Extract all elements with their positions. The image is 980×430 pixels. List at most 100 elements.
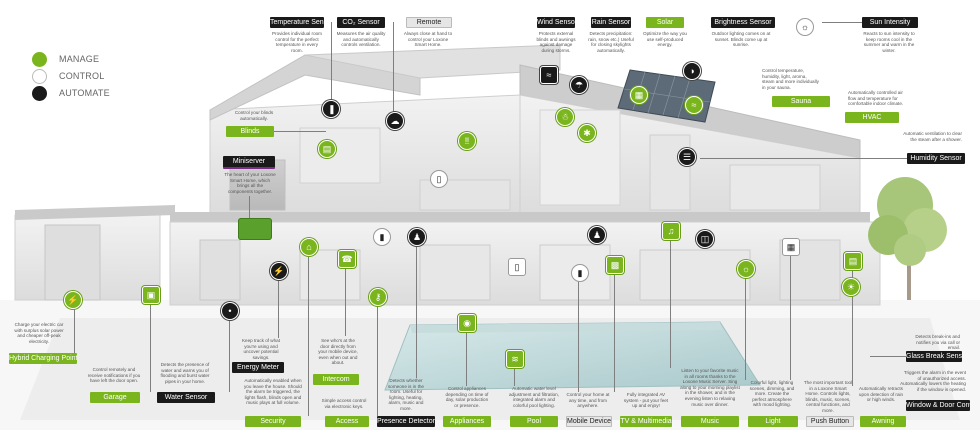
blinds-label: Blinds bbox=[226, 126, 274, 137]
appliance-icon: ◉ bbox=[458, 314, 476, 332]
connector bbox=[578, 280, 579, 392]
blinds-desc: Control your blinds automatically. bbox=[234, 110, 274, 121]
legend-dot-green bbox=[32, 51, 47, 67]
legend-manage: MANAGE bbox=[32, 51, 100, 67]
energy-meter-desc: Keep track of what you're using and unco… bbox=[241, 338, 281, 360]
mobile-device-desc: Control your home at any time, and from … bbox=[566, 392, 610, 409]
miniserver-device-icon bbox=[238, 218, 272, 240]
mobile-device-label: Mobile Device bbox=[566, 416, 612, 427]
push-button-small-icon: ▮ bbox=[373, 228, 391, 246]
brightness-icon: ◑ bbox=[683, 62, 701, 80]
pool-icon: ≋ bbox=[506, 350, 524, 368]
sun-intensity-desc: Reacts to sun intensity to keep rooms co… bbox=[863, 31, 915, 53]
humidity-icon: ☰ bbox=[678, 148, 696, 166]
key-icon: ⚷ bbox=[369, 288, 387, 306]
brightness-sensor-desc: Outdoor lighting comes on at sunset. Bli… bbox=[711, 31, 771, 48]
rain-sensor-label: Rain Sensor bbox=[591, 17, 631, 28]
sun-icon: ☼ bbox=[796, 18, 814, 36]
tv-icon: ▩ bbox=[606, 256, 624, 274]
window-door-contact-desc: Triggers the alarm in the event of unaut… bbox=[900, 370, 966, 392]
connector bbox=[393, 22, 394, 112]
light-icon-2: ☀ bbox=[842, 278, 860, 296]
tablet-icon: ▯ bbox=[508, 258, 526, 276]
awning-label: Awning bbox=[860, 416, 906, 427]
push-button-icon: ▦ bbox=[782, 238, 800, 256]
miniserver-label: Miniserver bbox=[223, 156, 275, 169]
water-sensor-label: Water Sensor bbox=[157, 392, 215, 403]
connector bbox=[466, 330, 467, 386]
glass-break-sensor-label: Glass Break Sensor bbox=[906, 351, 962, 362]
shield-icon: ⌂ bbox=[300, 238, 318, 256]
connector bbox=[416, 244, 417, 378]
shower-icon: ☃ bbox=[556, 108, 574, 126]
water-sensor-desc: Detects the presence of water and warns … bbox=[160, 362, 210, 384]
connector bbox=[790, 256, 791, 380]
temperature-sensor-label: Temperature Sensor bbox=[270, 17, 324, 28]
energy-meter-label: Energy Meter bbox=[232, 362, 284, 373]
connector bbox=[614, 272, 615, 392]
awning-desc: Automatically retracts upon detection of… bbox=[858, 386, 904, 403]
window-icon: ◫ bbox=[696, 230, 714, 248]
co2-icon: ☁ bbox=[386, 112, 404, 130]
temperature-sensor-desc: Provides individual room control for the… bbox=[271, 31, 323, 53]
solar-icon: ▦ bbox=[630, 86, 648, 104]
light-desc: Colorful light, lighting scenes, dimming… bbox=[749, 380, 795, 408]
glass-break-sensor-desc: Detects break-ins and notifies you via c… bbox=[915, 334, 960, 351]
legend-label: MANAGE bbox=[59, 54, 100, 64]
garage-icon: ▣ bbox=[142, 286, 160, 304]
push-button-label: Push Button bbox=[806, 416, 854, 427]
rain-icon: ☂ bbox=[570, 76, 588, 94]
legend-dot-black bbox=[32, 85, 47, 101]
humidity-sensor-label: Humidity Sensor bbox=[907, 153, 965, 164]
legend-control: CONTROL bbox=[32, 68, 104, 84]
wind-sensor-label: Wind Sensor bbox=[537, 17, 575, 28]
intercom-icon: ☎ bbox=[338, 250, 356, 268]
light-label: Light bbox=[748, 416, 798, 427]
pool-desc: Automatic water level adjustment and fil… bbox=[508, 386, 560, 408]
connector bbox=[345, 266, 346, 336]
window-door-contact-label: Window & Door Contact bbox=[906, 400, 970, 411]
wind-sensor-desc: Protects external blinds and awnings aga… bbox=[536, 31, 576, 53]
security-label: Security bbox=[245, 416, 301, 427]
ev-charger-icon: ⚡ bbox=[64, 291, 82, 309]
pool-label: Pool bbox=[510, 416, 558, 427]
connector bbox=[229, 318, 230, 392]
presence-icon-2: ♟ bbox=[588, 226, 606, 244]
hvac-desc: Automatically controlled air flow and te… bbox=[848, 90, 904, 107]
thermometer-icon: ❚ bbox=[322, 100, 340, 118]
remote-label: Remote bbox=[406, 17, 452, 28]
connector bbox=[308, 254, 309, 416]
connector bbox=[822, 22, 862, 23]
garage-label: Garage bbox=[90, 392, 140, 403]
security-desc: Automatically enabled when you leave the… bbox=[244, 378, 302, 406]
co2-sensor-desc: Measures the air quality and automatical… bbox=[336, 31, 386, 48]
presence-detector-desc: Detects whether someone is in the room. … bbox=[387, 378, 424, 411]
connector bbox=[852, 270, 853, 386]
connector bbox=[700, 158, 907, 159]
connector bbox=[74, 306, 75, 353]
music-desc: Listen to your favorite music in all roo… bbox=[680, 368, 740, 407]
hybrid-charging-point-desc: Charge your electric car with surplus so… bbox=[14, 322, 64, 344]
connector bbox=[278, 278, 279, 338]
appliances-label: Appliances bbox=[443, 416, 491, 427]
hvac-icon: ✱ bbox=[578, 124, 596, 142]
water-drop-icon: • bbox=[221, 302, 239, 320]
rain-sensor-desc: Detects precipitation: rain, snow etc.) … bbox=[588, 31, 634, 53]
hvac-label: HVAC bbox=[845, 112, 899, 123]
light-icon: ☼ bbox=[737, 260, 755, 278]
sauna-icon: ≈ bbox=[685, 96, 703, 114]
connector bbox=[377, 304, 378, 416]
connector bbox=[249, 196, 250, 218]
sun-intensity-label: Sun Intensity bbox=[862, 17, 918, 28]
tv-multimedia-label: TV & Multimedia bbox=[620, 416, 672, 427]
intercom-label: Intercom bbox=[313, 374, 359, 385]
blinds-icon: ▤ bbox=[318, 140, 336, 158]
connector bbox=[670, 238, 671, 368]
remote-icon: ▯ bbox=[430, 170, 448, 188]
connector bbox=[274, 131, 326, 132]
connector bbox=[870, 356, 906, 357]
connector bbox=[745, 276, 746, 380]
sauna-label: Sauna bbox=[772, 96, 830, 107]
mobile-icon: ▮ bbox=[571, 264, 589, 282]
